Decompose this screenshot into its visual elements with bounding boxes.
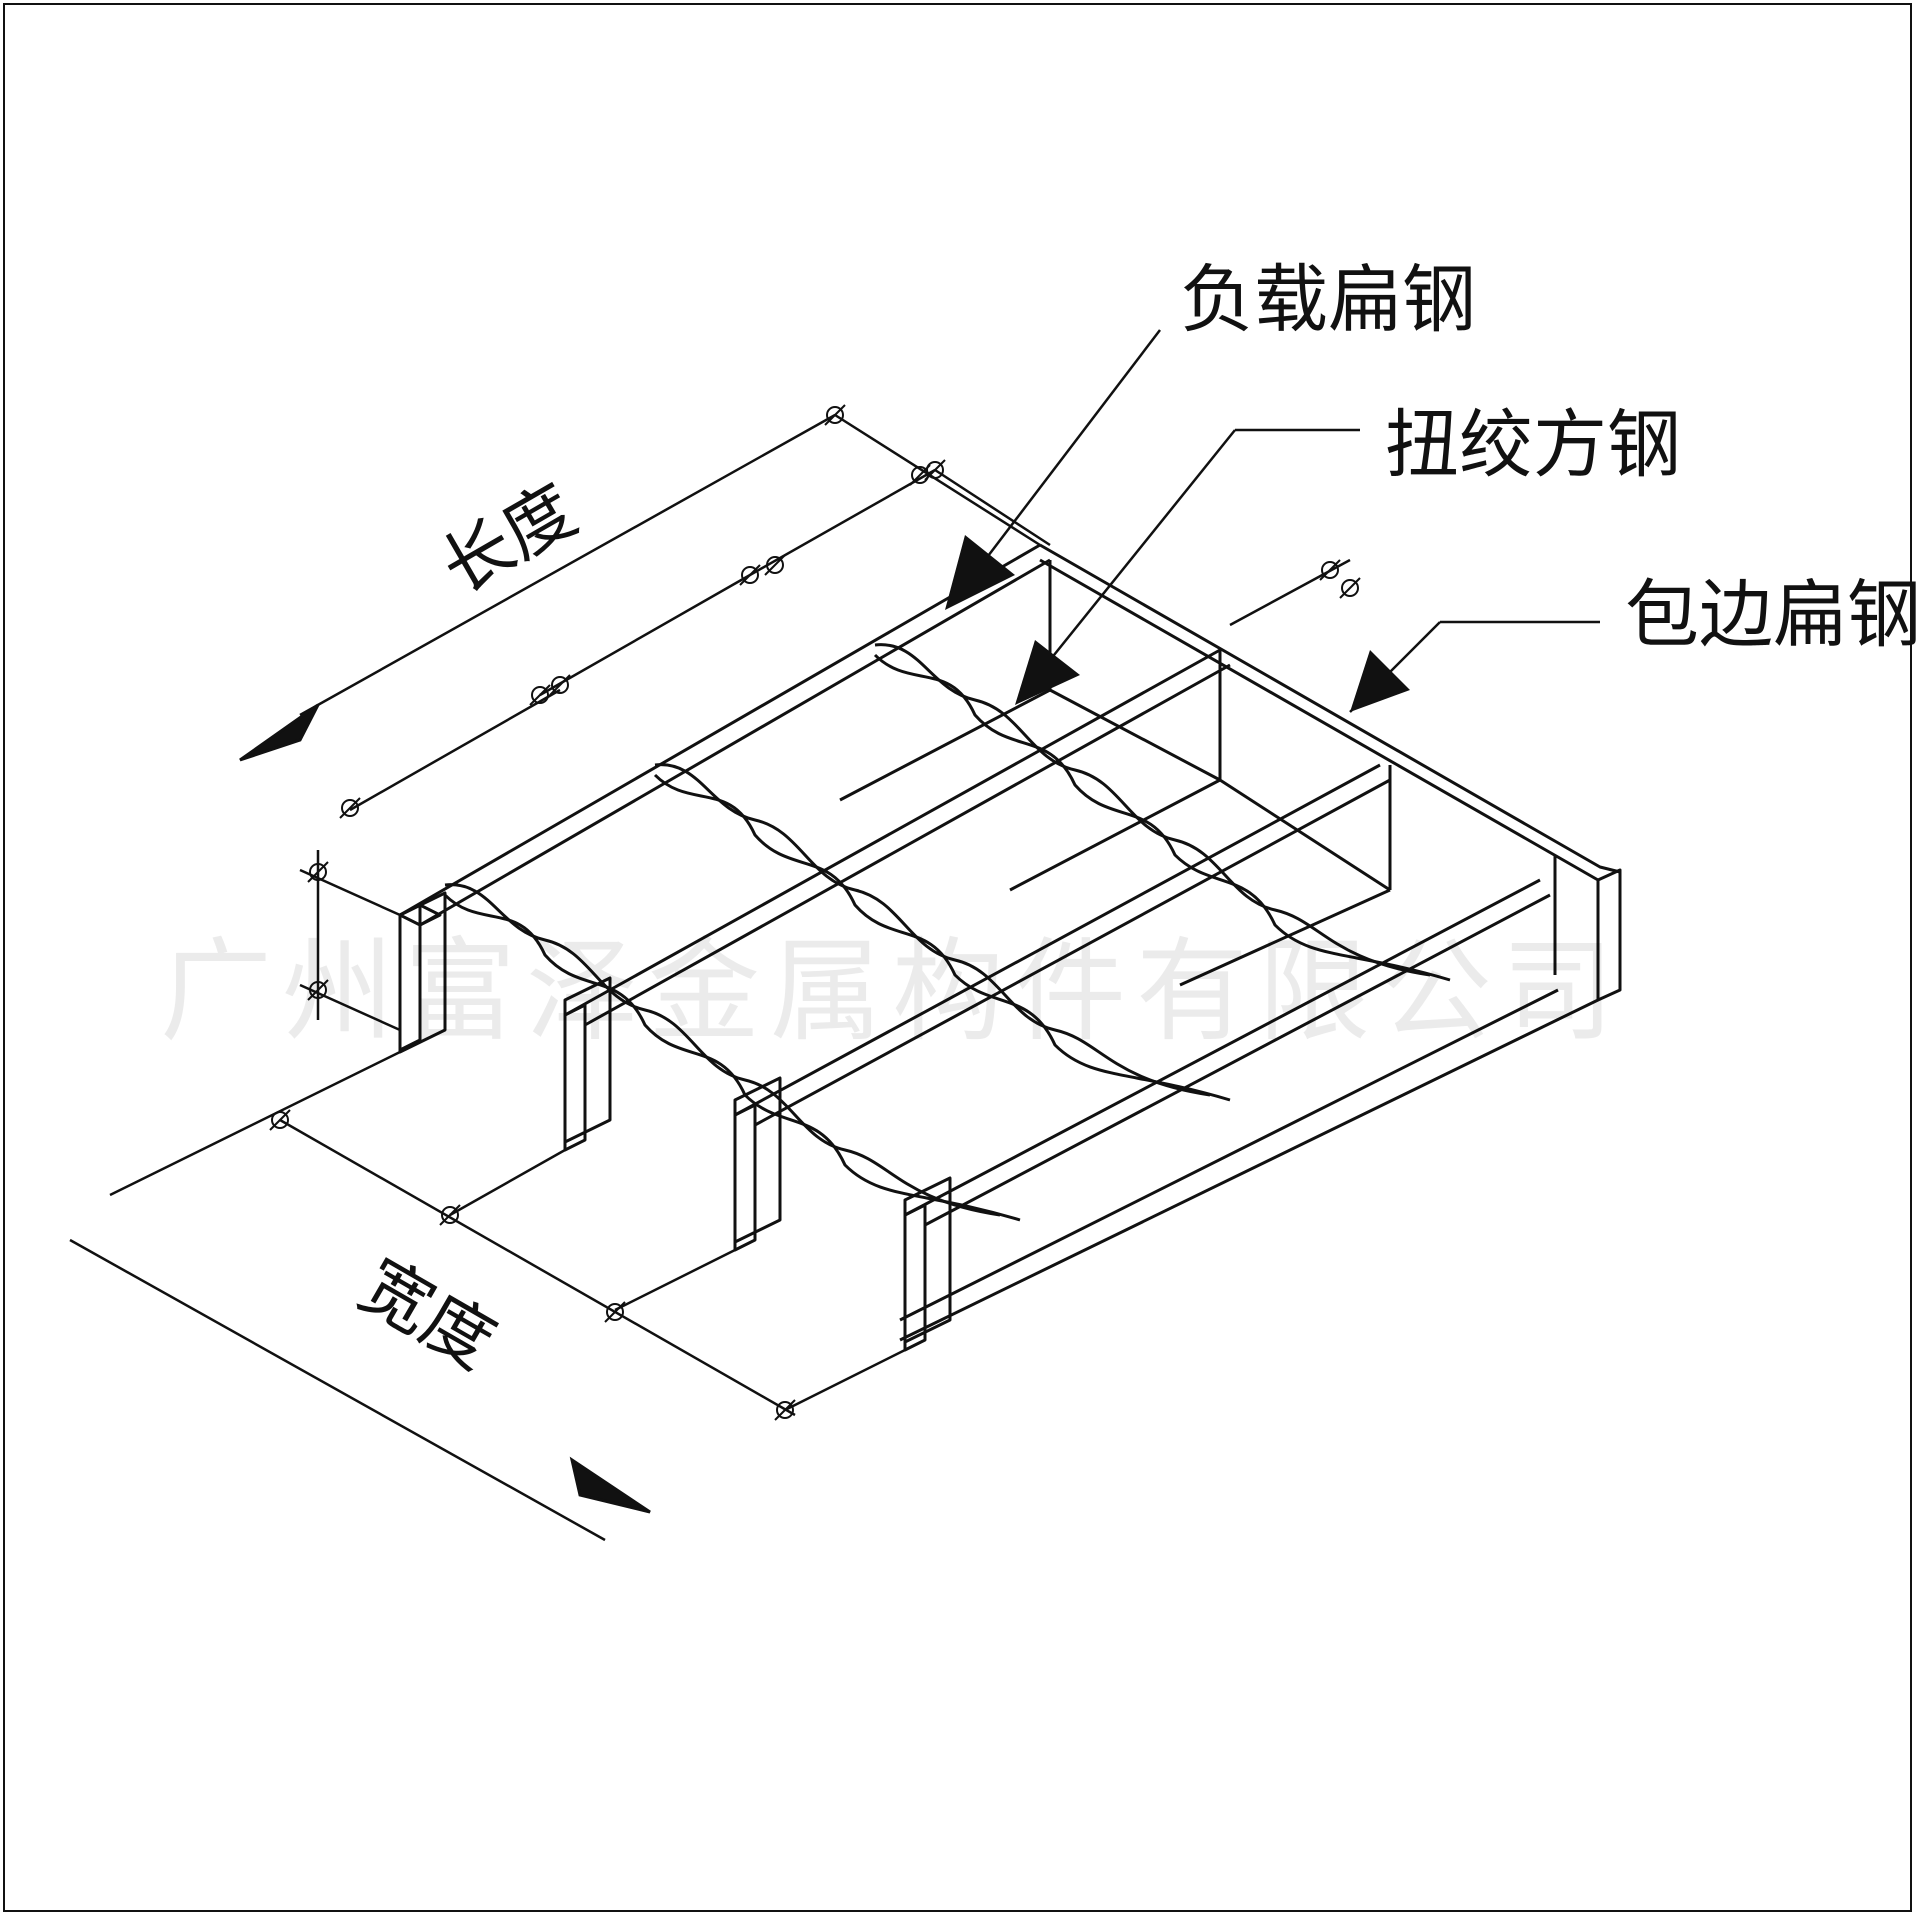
length-arrowhead xyxy=(239,703,320,762)
direction-arrows xyxy=(239,703,651,1514)
bearing-bars xyxy=(398,543,1551,1352)
twisted-bars xyxy=(443,643,1451,1222)
cross-webs xyxy=(839,560,1392,987)
edge-bar-label: 包边扁钢 xyxy=(1625,572,1919,658)
twisted-bar-label: 扭绞方钢 xyxy=(1385,402,1681,488)
edge-flat-bar xyxy=(1039,543,1622,1002)
drawing-border xyxy=(3,3,1912,1912)
width-arrowhead xyxy=(569,1456,651,1514)
dimension-lines xyxy=(69,413,1351,1542)
grating-structure xyxy=(398,543,1622,1352)
bar-ends xyxy=(398,891,952,1344)
base-edge xyxy=(899,988,1599,1342)
bearing-bar-label: 负载扁钢 xyxy=(1180,257,1476,343)
dimension-ticks xyxy=(269,404,1361,1421)
company-watermark: 广州富泽金属构件有限公司 xyxy=(160,927,1624,1057)
callout-arrowheads xyxy=(945,535,1410,712)
